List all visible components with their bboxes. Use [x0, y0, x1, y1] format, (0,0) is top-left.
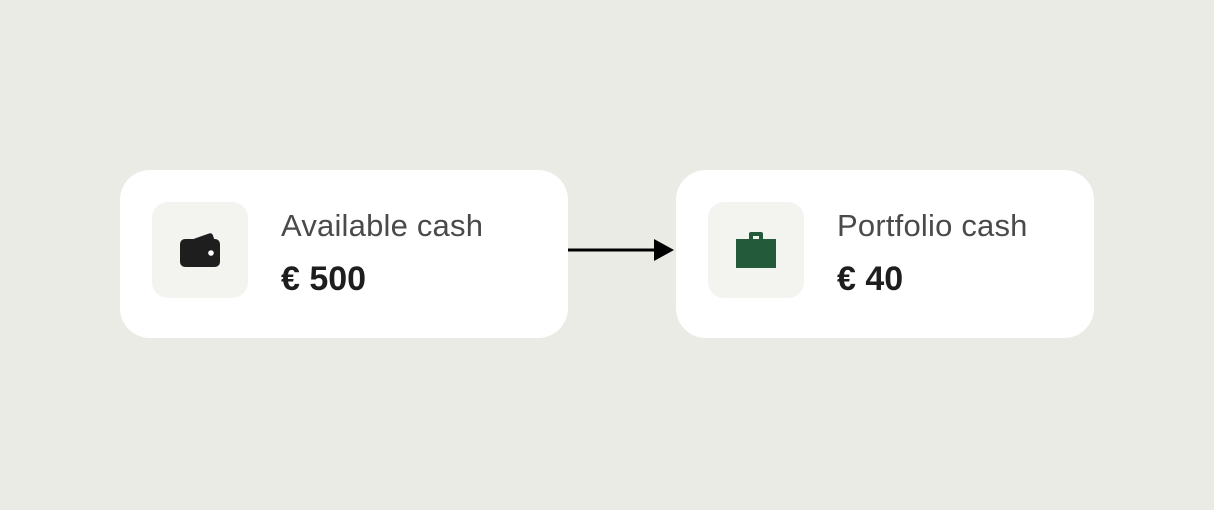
available-cash-card[interactable]: Available cash € 500	[120, 170, 568, 338]
wallet-icon-tile	[152, 202, 248, 298]
wallet-icon	[180, 233, 220, 267]
transfer-arrow-icon	[568, 239, 674, 261]
portfolio-cash-card[interactable]: Portfolio cash € 40	[676, 170, 1094, 338]
portfolio-cash-amount: € 40	[837, 260, 904, 298]
available-cash-label: Available cash	[281, 208, 484, 243]
available-cash-amount: € 500	[281, 260, 367, 298]
portfolio-cash-label: Portfolio cash	[837, 208, 1028, 243]
briefcase-icon-tile	[708, 202, 804, 298]
briefcase-icon	[736, 232, 776, 268]
